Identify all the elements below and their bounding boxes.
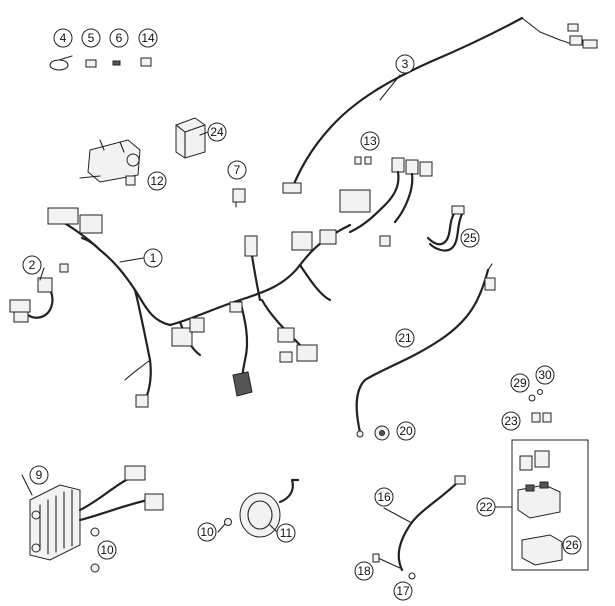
callout-30: 30 — [535, 365, 555, 385]
part-14-connector — [140, 57, 152, 67]
callout-20-label: 20 — [399, 424, 413, 438]
callout-9-label: 9 — [36, 468, 43, 482]
part-12-bracket — [79, 139, 141, 186]
callout-18: 18 — [354, 561, 374, 581]
callout-10a-label: 10 — [200, 525, 214, 539]
part-13-terminals — [354, 156, 372, 165]
callout-22: 22 — [476, 497, 496, 517]
callout-18-label: 18 — [357, 564, 371, 578]
callout-3-label: 3 — [402, 57, 409, 71]
callout-24-label: 24 — [210, 125, 224, 139]
callout-13-label: 13 — [363, 134, 377, 148]
part-1-main-harness — [47, 207, 352, 408]
callout-9: 9 — [29, 465, 49, 485]
callout-26-label: 26 — [565, 538, 579, 552]
callout-6: 6 — [109, 28, 129, 48]
callout-14: 14 — [138, 28, 158, 48]
part-23-caps — [531, 412, 552, 423]
part-17-washer — [408, 572, 416, 580]
callout-29: 29 — [510, 373, 530, 393]
callout-11-label: 11 — [280, 526, 293, 540]
callout-25: 25 — [460, 228, 480, 248]
callout-26: 26 — [562, 535, 582, 555]
callout-12: 12 — [147, 171, 167, 191]
callout-10a: 10 — [197, 522, 217, 542]
callout-30-label: 30 — [538, 368, 552, 382]
part-2-connector-harness — [9, 263, 69, 323]
callout-10b: 10 — [97, 540, 117, 560]
callout-22-label: 22 — [479, 500, 493, 514]
callout-21-label: 21 — [398, 331, 412, 345]
part-21-cable — [355, 263, 496, 438]
callout-1: 1 — [143, 248, 163, 268]
callout-2: 2 — [22, 255, 42, 275]
part-4-cable-tie — [49, 55, 73, 71]
callout-3: 3 — [395, 54, 415, 74]
part-18-bolt — [372, 553, 401, 569]
callout-16-label: 16 — [377, 490, 391, 504]
part-29-screw — [528, 394, 536, 402]
part-25-hose — [426, 205, 465, 252]
leader-lines — [21, 74, 513, 533]
callout-circles: 4 5 6 14 3 24 13 7 12 25 1 2 21 29 30 23… — [22, 28, 582, 601]
callout-4: 4 — [53, 28, 73, 48]
callout-2-label: 2 — [29, 258, 36, 272]
callout-24: 24 — [207, 122, 227, 142]
part-24-box — [175, 117, 206, 159]
callout-20: 20 — [396, 421, 416, 441]
callout-13: 13 — [360, 131, 380, 151]
part-30-nut — [537, 389, 543, 395]
callout-11: 11 — [276, 523, 296, 543]
callout-6-label: 6 — [116, 31, 123, 45]
part-6-terminal — [112, 60, 121, 66]
part-11-horn — [239, 478, 300, 538]
callout-7: 7 — [227, 160, 247, 180]
relay-group-box — [511, 439, 589, 571]
part-10-nuts — [90, 518, 232, 573]
part-9-regulator — [29, 465, 164, 561]
callout-10b-label: 10 — [100, 543, 114, 557]
callout-17-label: 17 — [396, 584, 410, 598]
callout-17: 17 — [393, 581, 413, 601]
callout-14-label: 14 — [141, 31, 155, 45]
part-16-cable — [397, 475, 466, 572]
fuse-box-group — [339, 157, 433, 247]
callout-25-label: 25 — [463, 231, 477, 245]
callout-23-label: 23 — [504, 414, 518, 428]
part-3-cable — [282, 16, 598, 194]
callout-5: 5 — [81, 28, 101, 48]
callout-5-label: 5 — [88, 31, 95, 45]
callout-23: 23 — [501, 411, 521, 431]
callout-21: 21 — [395, 328, 415, 348]
part-7-connector — [232, 188, 246, 208]
callout-16: 16 — [374, 487, 394, 507]
callout-4-label: 4 — [60, 31, 67, 45]
callout-12-label: 12 — [150, 174, 164, 188]
callout-29-label: 29 — [513, 376, 527, 390]
callout-7-label: 7 — [234, 163, 241, 177]
part-20-terminal — [374, 425, 390, 441]
callout-1-label: 1 — [150, 251, 157, 265]
part-5-connector — [85, 59, 97, 68]
